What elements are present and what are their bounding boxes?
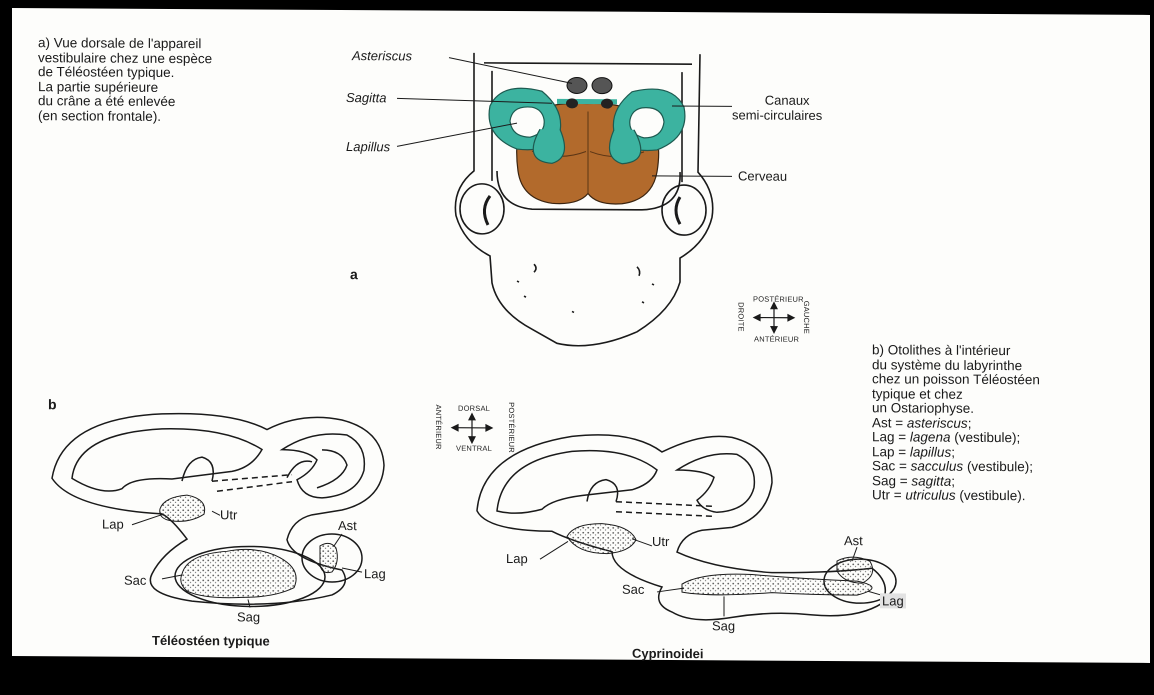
label-lapillus: Lapillus (346, 139, 390, 154)
right-label-utr: Utr (652, 534, 669, 549)
legend-rest: (vestibule). (956, 488, 1026, 503)
legend-abbr: Sac (872, 458, 895, 473)
compass-b-arrows (452, 414, 492, 443)
left-label-sag: Sag (237, 609, 260, 624)
left-title: Téléostéen typique (152, 633, 270, 649)
label-canaux-line1: Canaux (752, 93, 822, 108)
legend-abbr: Lap (872, 444, 895, 459)
legend-rest: ; (951, 444, 955, 459)
label-canaux: Canaux semi-circulaires (752, 93, 822, 123)
legend-abbr: Lag (872, 429, 895, 444)
right-label-lag: Lag (880, 593, 906, 608)
right-title: Cyprinoidei (632, 646, 704, 661)
right-label-sac: Sac (622, 582, 644, 597)
panel-a-caption: a) Vue dorsale de l'appareil vestibulair… (38, 36, 212, 124)
compass-a-left: DROITE (736, 302, 745, 332)
legend-term: lapillus (910, 444, 951, 459)
panel-b-letter: b (48, 396, 57, 412)
figure-sheet: a) Vue dorsale de l'appareil vestibulair… (12, 8, 1150, 663)
legend-eq: = (892, 415, 907, 430)
legend-term: sacculus (911, 458, 964, 473)
label-asteriscus: Asteriscus (352, 48, 412, 63)
legend-entry: Utr = utriculus (vestibule). (872, 488, 1040, 504)
compass-a-top: POSTÉRIEUR (753, 295, 804, 304)
label-sagitta: Sagitta (346, 90, 386, 105)
legend-eq: = (895, 444, 910, 459)
legend-abbr: Sag (872, 473, 896, 488)
panel-b-caption: b) Otolithes à l'intérieur du système du… (872, 343, 1040, 504)
label-canaux-line2: semi-circulaires (732, 107, 822, 123)
compass-b-left: ANTÉRIEUR (434, 405, 443, 450)
legend-term: asteriscus (907, 415, 968, 430)
compass-b-right: POSTÉRIEUR (507, 402, 516, 453)
legend-eq: = (896, 473, 911, 488)
otoliths-cyprinoidei (567, 523, 873, 595)
compass-a-right: GAUCHE (802, 301, 811, 334)
compass-b-top: DORSAL (458, 404, 490, 413)
left-label-lag: Lag (364, 566, 386, 581)
legend-abbr: Ast (872, 415, 892, 430)
right-label-sag: Sag (712, 618, 735, 633)
panel-a-letter: a (350, 266, 358, 282)
left-label-lap: Lap (102, 517, 124, 532)
legend-eq: = (895, 458, 910, 473)
legend-abbr: Utr (872, 487, 890, 502)
legend-rest: (vestibule); (963, 459, 1033, 474)
compass-a-arrows (754, 303, 794, 333)
left-label-utr: Utr (220, 507, 237, 522)
legend-term: utriculus (905, 487, 955, 502)
legend-term: lagena (910, 429, 951, 444)
compass-a-bottom: ANTÉRIEUR (754, 335, 799, 344)
left-label-sac: Sac (124, 573, 146, 588)
legend-rest: (vestibule); (950, 430, 1020, 445)
legend-rest: ; (951, 473, 955, 488)
left-label-ast: Ast (338, 518, 357, 533)
label-cerveau: Cerveau (738, 168, 787, 183)
right-label-lap: Lap (506, 551, 528, 566)
right-label-ast: Ast (844, 533, 863, 548)
legend-rest: ; (968, 415, 972, 430)
legend-eq: = (895, 429, 910, 444)
panel-a-caption-line: (en section frontale). (38, 109, 212, 125)
legend-eq: = (890, 487, 905, 502)
compass-b-bottom: VENTRAL (456, 444, 492, 453)
legend-term: sagitta (911, 473, 951, 488)
